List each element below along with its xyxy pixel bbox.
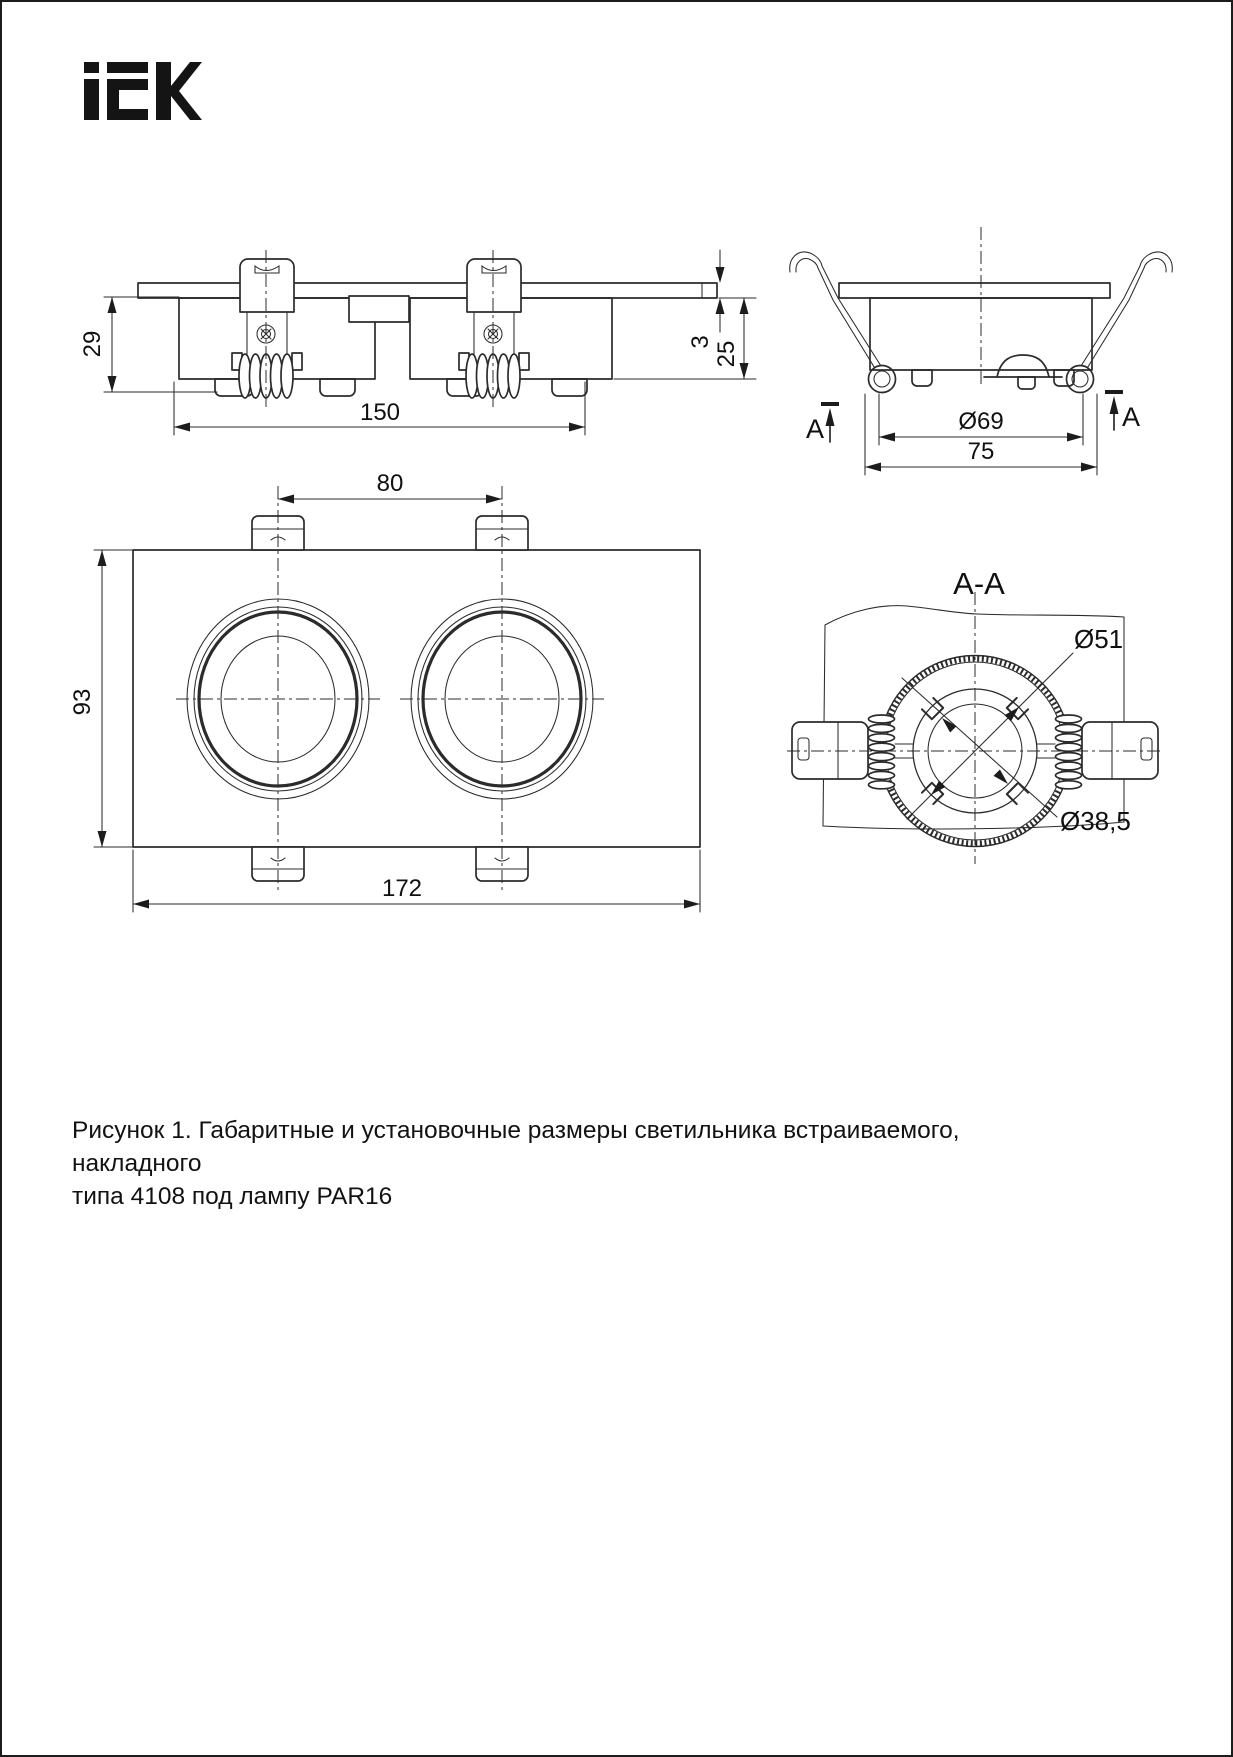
top-dim-93: 93 <box>69 549 134 848</box>
dim-label-150: 150 <box>360 399 400 426</box>
section-dim-385: Ø38,5 <box>901 677 1131 836</box>
dim-label-172: 172 <box>382 875 422 902</box>
top-dim-80: 80 <box>277 470 503 504</box>
section-title: A-A <box>953 566 1005 601</box>
figure-caption-line1: Рисунок 1. Габаритные и установочные раз… <box>72 1117 960 1177</box>
front-dim-29: 29 <box>79 296 218 393</box>
side-spring-arm-left <box>789 251 897 394</box>
front-center-connector <box>348 295 410 323</box>
top-centerlines <box>176 486 604 894</box>
section-marker-label: A <box>806 414 824 444</box>
side-spring-arm-right <box>1065 251 1173 394</box>
front-spring-clip-right <box>458 250 530 407</box>
top-tabs <box>251 515 529 882</box>
side-lamp-bulge <box>983 354 1063 390</box>
figure-caption-line2: типа 4108 под лампу PAR16 <box>72 1183 393 1210</box>
section-marker-right: A <box>1105 390 1140 432</box>
front-view-drawing: 29 150 3 25 <box>79 249 757 436</box>
iek-logo <box>84 62 202 120</box>
front-dim-3: 3 <box>687 249 725 349</box>
section-clip-left <box>791 714 914 790</box>
dim-label-d385: Ø38,5 <box>1060 806 1131 836</box>
front-dim-150: 150 <box>173 381 586 436</box>
top-dim-172: 172 <box>132 849 701 913</box>
section-view-drawing: A-A <box>787 566 1162 864</box>
iek-logo-glyphs <box>84 62 202 120</box>
figure-caption: Рисунок 1. Габаритные и установочные раз… <box>72 1114 1092 1213</box>
front-flange <box>137 282 718 299</box>
section-clip-right <box>1036 714 1159 790</box>
dim-label-25: 25 <box>713 341 740 368</box>
dim-label-93: 93 <box>69 689 96 716</box>
top-plate <box>132 549 701 848</box>
front-spring-clip-left <box>231 250 303 407</box>
side-dim-75: 75 <box>864 393 1098 476</box>
dim-label-75: 75 <box>968 438 995 465</box>
side-flange <box>838 282 1111 299</box>
section-marker-left: A <box>806 402 839 444</box>
dim-label-d51: Ø51 <box>1074 624 1123 654</box>
dim-label-d69: Ø69 <box>958 408 1003 435</box>
dim-label-80: 80 <box>377 470 404 497</box>
side-body <box>869 297 1093 371</box>
front-dim-25: 25 <box>613 297 757 380</box>
side-view-drawing: A A Ø69 75 <box>789 227 1173 476</box>
side-feet <box>911 369 1075 387</box>
section-ceiling-plate <box>822 605 1125 830</box>
dim-label-29: 29 <box>79 331 106 358</box>
section-marker-label: A <box>1122 402 1140 432</box>
section-dim-51: Ø51 <box>906 624 1123 820</box>
side-dim-69: Ø69 <box>878 393 1084 446</box>
dim-label-3: 3 <box>687 335 714 348</box>
top-view-drawing: 80 93 172 <box>69 470 701 913</box>
